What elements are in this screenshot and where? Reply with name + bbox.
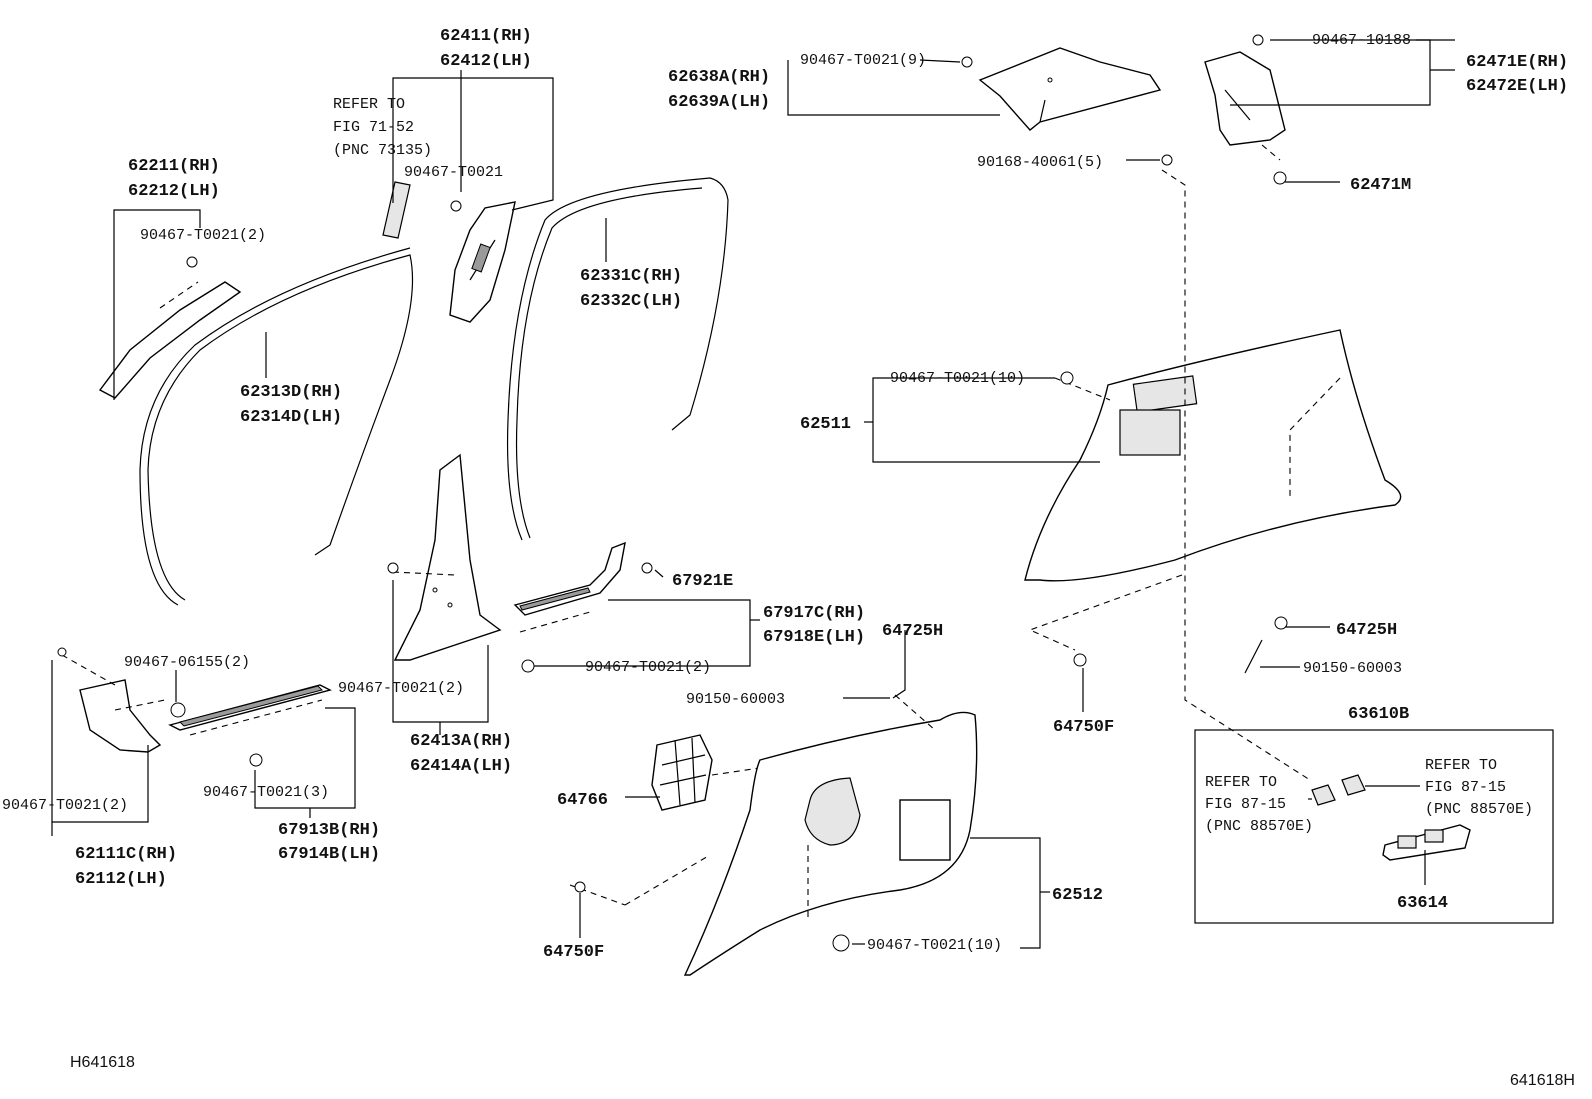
diagram-code-left: H641618 [70, 1054, 135, 1071]
label-62314d: 62314D(LH) [240, 408, 342, 427]
label-64750f-b: 64750F [543, 943, 604, 962]
label-90150-60003-b: 90150-60003 [1303, 660, 1402, 677]
label-62412: 62412(LH) [440, 52, 532, 71]
label-90150-60003-a: 90150-60003 [686, 691, 785, 708]
refer-fig87-right-line3: (PNC 88570E) [1425, 801, 1533, 818]
label-62511: 62511 [800, 415, 851, 434]
label-63610b: 63610B [1348, 705, 1409, 724]
clip-dashed-leader-4 [894, 694, 936, 731]
label-90467-t0021-3: 90467-T0021(3) [203, 784, 329, 801]
label-67918e: 67918E(LH) [763, 628, 865, 647]
label-90467-t0021-2-a: 90467-T0021(2) [140, 227, 266, 244]
refer-fig87-right-line2: FIG 87-15 [1425, 779, 1506, 796]
label-62211: 62211(RH) [128, 157, 220, 176]
cowl-side-trim-part [61, 654, 166, 753]
refer-fig87-right-line1: REFER TO [1425, 757, 1497, 774]
clip-dashed-leader-3 [1261, 144, 1281, 161]
bezel-part [1382, 824, 1471, 861]
cover-part [651, 734, 781, 811]
label-62411: 62411(RH) [440, 27, 532, 46]
label-62472e: 62472E(LH) [1466, 77, 1568, 96]
vent-part [1311, 774, 1366, 806]
rear-door-weatherstrip-part [506, 177, 729, 541]
part-labels: 62411(RH) 62412(LH) REFER TO FIG 71-52 (… [2, 27, 1575, 1089]
label-90467-t0021-2-e: 90467-T0021(2) [2, 797, 128, 814]
diagram-code-right: 641618H [1510, 1072, 1575, 1089]
label-62331c: 62331C(RH) [580, 267, 682, 286]
label-90467-06155: 90467-06155(2) [124, 654, 250, 671]
label-67917c: 67917C(RH) [763, 604, 865, 623]
label-90467-t0021-top: 90467-T0021 [404, 164, 503, 181]
label-62639a: 62639A(LH) [668, 93, 770, 112]
label-63614: 63614 [1397, 894, 1448, 913]
refer-fig87-left-line2: FIG 87-15 [1205, 796, 1286, 813]
b-pillar-lower-part [392, 453, 502, 661]
label-67921e: 67921E [672, 572, 733, 591]
clip-icons [57, 34, 1288, 952]
a-pillar-garnish-part [98, 281, 242, 399]
label-90467-t0021-10-b: 90467-T0021(10) [867, 937, 1002, 954]
roof-side-trim-part [978, 47, 1162, 131]
label-90467-t0021-2-b: 90467-T0021(2) [338, 680, 464, 697]
label-62112: 62112(LH) [75, 870, 167, 889]
refer-fig71-line1: REFER TO [333, 96, 405, 113]
quarter-trim-lower-part [569, 711, 978, 976]
label-67914b: 67914B(LH) [278, 845, 380, 864]
refer-fig87-left-line1: REFER TO [1205, 774, 1277, 791]
front-scuff-plate-part [168, 684, 332, 736]
label-62313d: 62313D(RH) [240, 383, 342, 402]
label-90168-40061: 90168-40061(5) [977, 154, 1103, 171]
label-67913b: 67913B(RH) [278, 821, 380, 840]
label-62332c: 62332C(LH) [580, 292, 682, 311]
refer-fig87-left-line3: (PNC 88570E) [1205, 818, 1313, 835]
label-90467-10188: 90467-10188 [1312, 32, 1411, 49]
clip-dashed-leader-2 [1028, 574, 1183, 651]
back-door-garnish-part [1204, 51, 1286, 146]
b-pillar-upper-part [449, 201, 516, 323]
label-90467-t0021-9: 90467-T0021(9) [800, 52, 926, 69]
label-62111c: 62111C(RH) [75, 845, 177, 864]
rear-scuff-plate-part [513, 541, 626, 633]
label-62471m: 62471M [1350, 176, 1411, 195]
label-90467-t0021-2-c: 90467-T0021(2) [585, 659, 711, 676]
label-64725h-a: 64725H [882, 622, 943, 641]
label-62212: 62212(LH) [128, 182, 220, 201]
quarter-trim-upper-part [1024, 329, 1402, 582]
label-64750f-a: 64750F [1053, 718, 1114, 737]
label-90467-t0021-10-a: 90467-T0021(10) [890, 370, 1025, 387]
refer-fig71-line3: (PNC 73135) [333, 142, 432, 159]
label-64766: 64766 [557, 791, 608, 810]
label-62413a: 62413A(RH) [410, 732, 512, 751]
label-62414a: 62414A(LH) [410, 757, 512, 776]
label-62638a: 62638A(RH) [668, 68, 770, 87]
plug-piece-part [382, 181, 411, 239]
label-62471e: 62471E(RH) [1466, 53, 1568, 72]
refer-fig71-line2: FIG 71-52 [333, 119, 414, 136]
clip-dashed-leader [1161, 169, 1311, 781]
label-64725h-b: 64725H [1336, 621, 1397, 640]
front-door-weatherstrip-part [139, 247, 414, 606]
leader-lines [51, 39, 1554, 949]
label-62512: 62512 [1052, 886, 1103, 905]
